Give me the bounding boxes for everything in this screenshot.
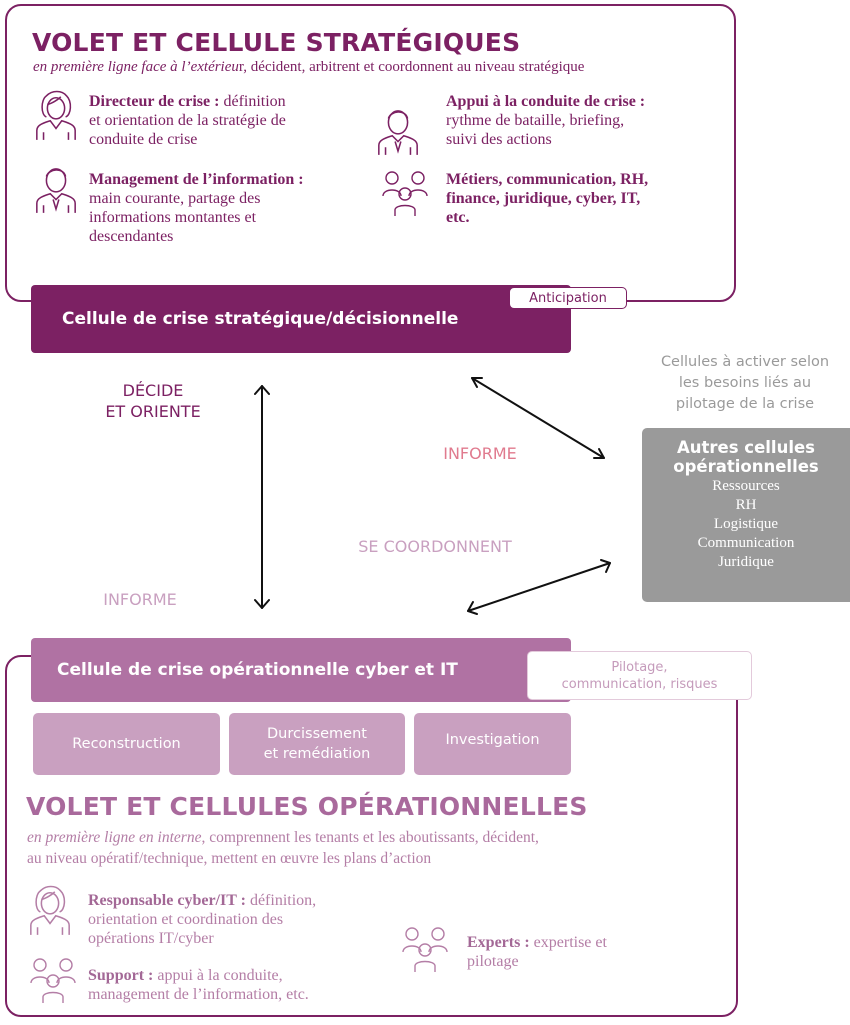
operational-cell-label: Cellule de crise opérationnelle cyber et… xyxy=(57,660,458,680)
role-support: Support : appui à la conduite, managemen… xyxy=(88,966,309,1004)
role-metiers: Métiers, communication, RH, finance, jur… xyxy=(446,170,648,227)
role-directeur: Directeur de crise : définition et orien… xyxy=(89,92,286,149)
decide-line1: DÉCIDE xyxy=(122,381,184,400)
operational-subtitle-line2: au niveau opératif/technique, mettent en… xyxy=(27,850,432,867)
other-cell-item: Ressources xyxy=(712,478,780,494)
operational-subtitle-rest: , comprennent les tenants et les aboutis… xyxy=(201,829,539,846)
role-management-label: Management de l’information : xyxy=(89,171,304,188)
role-responsable-line1: définition, xyxy=(245,892,317,909)
operational-cell: Cellule de crise opérationnelle cyber et… xyxy=(31,638,571,702)
coordonnent-label: SE COORDONNENT xyxy=(358,537,512,556)
role-directeur-line2: et orientation de la stratégie de xyxy=(89,112,286,129)
reconstruction-box: Reconstruction xyxy=(33,713,220,775)
strategic-cell: Cellule de crise stratégique/décisionnel… xyxy=(31,285,571,353)
durcissement-line2: et remédiation xyxy=(263,746,371,762)
role-appui: Appui à la conduite de crise : rythme de… xyxy=(446,92,645,149)
other-cell-item: RH xyxy=(735,497,757,513)
role-management-line1: main courante, partage des xyxy=(89,190,261,207)
role-support-line2: management de l’information, etc. xyxy=(88,986,309,1003)
role-responsable-line2: orientation et coordination des xyxy=(88,911,284,928)
informe-left-label: INFORME xyxy=(103,590,177,609)
coordonnent-arrow xyxy=(467,559,611,615)
role-management-line3: descendantes xyxy=(89,228,174,245)
role-directeur-line1: définition xyxy=(219,93,286,110)
other-cell-item: Communication xyxy=(697,535,795,551)
other-cells-title-line2: opérationnelles xyxy=(673,457,819,476)
role-experts-line2: pilotage xyxy=(467,953,519,970)
operational-subtitle-italic: en première ligne en interne xyxy=(27,829,202,846)
vertical-arrow xyxy=(254,385,270,609)
role-responsable-line3: opérations IT/cyber xyxy=(88,930,214,947)
informe-arrow xyxy=(471,377,605,459)
role-experts: Experts : expertise et pilotage xyxy=(467,933,607,971)
strategic-subtitle-rest: r, décident, arbitrent et coordonnent au… xyxy=(238,59,585,75)
other-cells-title: Autres cellules opérationnelles xyxy=(642,438,850,476)
group-icon xyxy=(28,953,78,1005)
role-appui-line1: rythme de bataille, briefing, xyxy=(446,112,625,129)
role-metiers-line2: finance, juridique, cyber, IT, xyxy=(446,190,641,207)
other-cells-caption: Cellules à activer selon les besoins lié… xyxy=(640,352,850,415)
strategic-title: VOLET ET CELLULE STRATÉGIQUES xyxy=(32,28,521,57)
strategic-cell-label: Cellule de crise stratégique/décisionnel… xyxy=(62,309,459,329)
role-management: Management de l’information : main coura… xyxy=(89,170,304,246)
decide-line2: ET ORIENTE xyxy=(105,402,201,421)
other-cells-box: Autres cellules opérationnelles Ressourc… xyxy=(642,428,850,602)
pilotage-badge-line1: Pilotage, xyxy=(611,659,668,675)
role-directeur-label: Directeur de crise : xyxy=(89,93,220,110)
reconstruction-label: Reconstruction xyxy=(72,736,181,752)
durcissement-box: Durcissement et remédiation xyxy=(229,713,405,775)
caption-line1: Cellules à activer selon xyxy=(660,354,830,370)
pilotage-badge-line2: communication, risques xyxy=(561,676,718,692)
investigation-box: Investigation xyxy=(414,713,571,775)
anticipation-badge: Anticipation xyxy=(509,287,627,309)
role-directeur-line3: conduite de crise xyxy=(89,131,198,148)
caption-line3: pilotage de la crise xyxy=(675,396,815,412)
role-appui-line2: suivi des actions xyxy=(446,131,552,148)
role-experts-line1: expertise et xyxy=(529,934,607,951)
operational-subtitle: en première ligne en interne, comprennen… xyxy=(27,827,539,869)
role-metiers-line1: Métiers, communication, RH, xyxy=(446,171,649,188)
decide-label: DÉCIDE ET ORIENTE xyxy=(88,380,218,422)
role-responsable-label: Responsable cyber/IT : xyxy=(88,892,246,909)
role-metiers-line3: etc. xyxy=(446,209,470,226)
strategic-subtitle-italic: en première ligne face à l’extérieu xyxy=(33,59,239,75)
role-appui-label: Appui à la conduite de crise : xyxy=(446,93,646,110)
other-cells-title-line1: Autres cellules xyxy=(677,438,815,457)
role-experts-label: Experts : xyxy=(467,934,530,951)
role-responsable: Responsable cyber/IT : définition, orien… xyxy=(88,891,316,948)
other-cell-item: Logistique xyxy=(713,516,779,532)
role-support-label: Support : xyxy=(88,967,154,984)
other-cell-item: Juridique xyxy=(718,554,774,570)
operational-title: VOLET ET CELLULES OPÉRATIONNELLES xyxy=(26,792,588,821)
durcissement-line1: Durcissement xyxy=(267,726,367,742)
role-management-line2: informations montantes et xyxy=(89,209,257,226)
caption-line2: les besoins liés au xyxy=(678,375,812,391)
woman-icon xyxy=(27,883,73,937)
pilotage-badge: Pilotage, communication, risques xyxy=(527,651,752,700)
informe-right-label: INFORME xyxy=(443,444,517,463)
other-cells-list: Ressources RH Logistique Communication J… xyxy=(642,477,850,572)
role-support-line1: appui à la conduite, xyxy=(153,967,283,984)
strategic-subtitle: en première ligne face à l’extérieur, dé… xyxy=(33,59,584,76)
group-icon xyxy=(400,922,450,974)
investigation-label: Investigation xyxy=(445,732,540,748)
